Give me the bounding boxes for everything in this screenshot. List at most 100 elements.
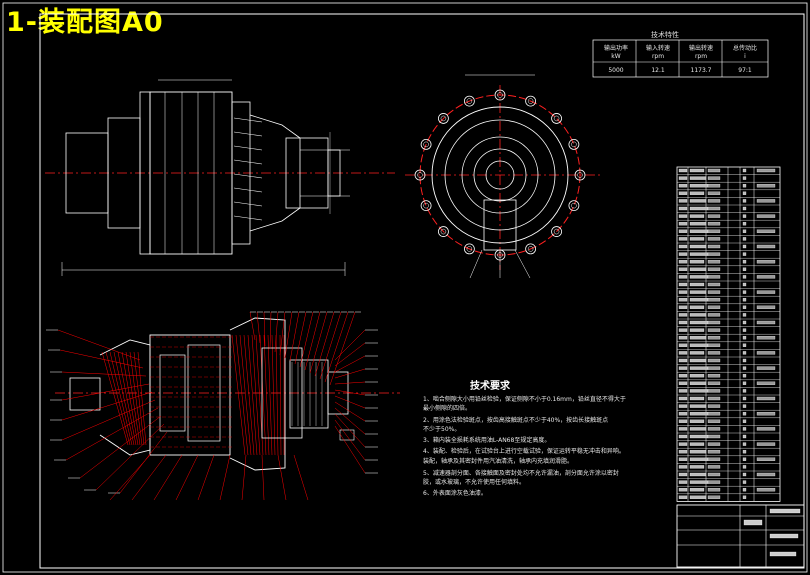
cone-rib [233,117,263,123]
part-leader [79,415,162,479]
parts-list-entry-mark [689,298,709,302]
parts-list-entry-mark [707,260,721,264]
parts-list-entry-mark [689,351,705,355]
part-leader [65,407,159,461]
parts-list-entry-mark [678,313,688,317]
parts-list-entry-mark [689,419,705,423]
parts-list-entry-mark [689,229,709,233]
bolt-hole [551,226,562,237]
parts-list-entry-mark [678,465,688,469]
parts-list-entry-mark [742,237,747,241]
spec-header-2: 输入转速 [645,45,670,52]
spec-value-4: 97:1 [738,67,752,74]
inner-border [39,13,805,569]
parts-list-entry-mark [689,237,705,241]
parts-list-entry-mark [707,267,721,271]
parts-list-entry-mark [678,282,688,287]
spec-value-1: 5000 [608,67,624,74]
hatch-line [109,351,133,446]
parts-list-entry-mark [707,488,721,492]
parts-list-entry-mark [742,244,747,249]
hatch-line [121,351,139,446]
parts-list-entry-mark [689,434,709,439]
parts-list-entry-mark [678,320,688,325]
parts-list-entry-mark [742,229,747,233]
bolt-hole [568,200,580,212]
parts-list-entry-mark [689,358,707,363]
section-key [339,429,355,441]
part-leader [249,311,256,341]
parts-list-entry-mark [742,260,747,264]
parts-list-entry-mark [742,275,747,279]
parts-list-entry-mark [707,457,721,461]
bolt-hole-inner [553,228,560,235]
parts-list-entry-mark [689,328,705,332]
parts-list-entry-mark [756,488,776,492]
part-leader [334,401,366,422]
parts-list-entry-mark [678,275,688,279]
part-leader [334,395,366,409]
parts-list-entry-mark [678,374,688,378]
part-leader [304,311,321,371]
parts-list-entry-mark [689,374,705,378]
parts-list-entry-mark [707,366,721,370]
parts-list-entry-mark [689,450,707,454]
parts-list-entry-mark [707,229,721,233]
parts-list-entry-mark [678,168,688,173]
part-leader [334,419,366,461]
parts-list-entry-mark [742,396,747,401]
title-block-frame [676,504,805,568]
bolt-hole [414,169,426,181]
title-block-text-mark [743,519,763,526]
cone-rib [233,187,263,193]
parts-list-entry-mark [678,457,688,461]
parts-list-entry-mark [707,480,721,484]
parts-list-entry-mark [742,336,747,340]
parts-list-entry-mark [742,214,747,218]
parts-list-entry-mark [707,419,721,423]
part-leader [294,311,307,365]
parts-list-entry-mark [742,298,747,302]
parts-list-entry-mark [707,191,721,195]
bolt-hole [494,89,506,101]
parts-list-entry-mark [678,229,688,233]
parts-list-entry-mark [678,442,688,446]
parts-list-entry-mark [742,457,747,461]
parts-list-entry-mark [756,260,776,264]
parts-list-entry-mark [742,252,747,256]
bolt-hole [574,169,586,181]
parts-list-entry-mark [742,434,747,439]
parts-list-entry-mark [742,488,747,492]
parts-list-entry-mark [742,351,747,355]
parts-list-entry-mark [742,450,747,454]
parts-list-entry-mark [689,184,709,188]
parts-list-entry-mark [689,176,707,180]
parts-list-entry-mark [742,343,747,347]
parts-list-entry-mark [689,381,707,385]
parts-list-entry-mark [707,282,721,287]
part-leader [334,342,366,367]
parts-list-entry-mark [742,442,747,446]
parts-list-entry-mark [742,168,747,173]
parts-list-entry-mark [678,495,688,499]
parts-list-entry-mark [707,434,721,439]
parts-list-entry-mark [689,305,705,309]
parts-list-entry-mark [678,404,688,408]
part-leader [299,311,314,368]
parts-list-entry-mark [689,472,707,477]
bolt-hole-inner [466,98,473,104]
parts-list-entry-mark [689,412,709,416]
bolt-hole [420,138,432,150]
parts-list-entry-mark [742,358,747,363]
parts-list-entry-mark [678,260,688,264]
parts-list-entry-mark [707,252,721,256]
notes-title: 技术要求 [470,381,510,392]
bolt-hole [463,243,475,255]
part-leader [279,311,286,356]
parts-list-entry-mark [707,298,721,302]
parts-list-entry-mark [678,237,688,241]
section-housing [149,334,231,456]
parts-list-entry-mark [689,366,709,370]
bolt-hole-inner [466,246,473,252]
bolt-hole [438,226,449,237]
